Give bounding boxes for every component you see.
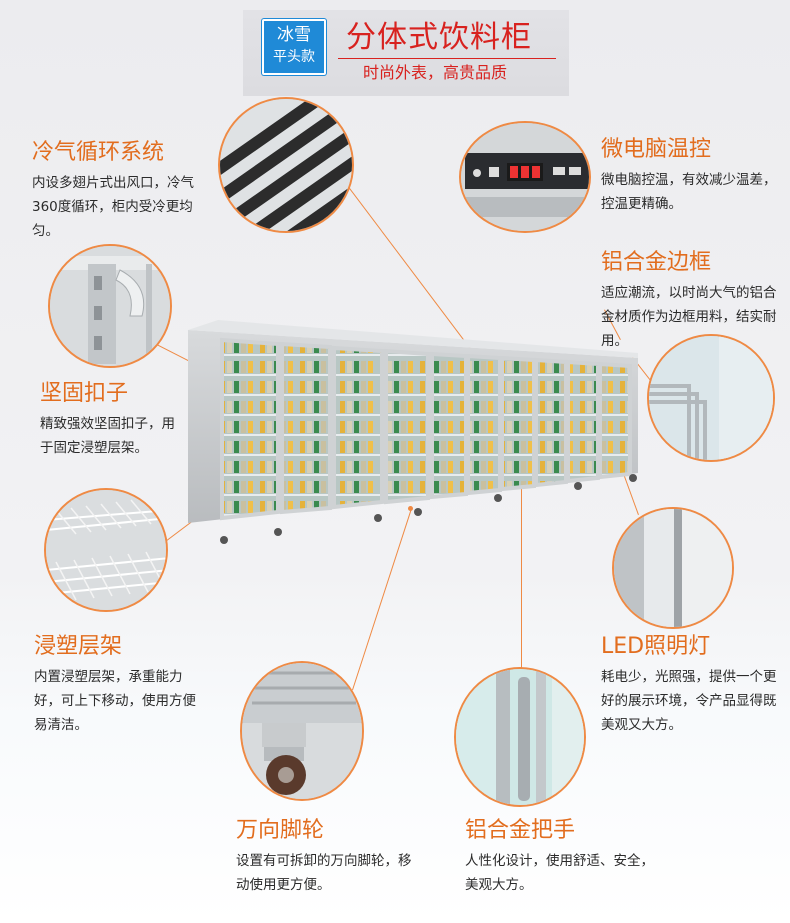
thermostat-panel-image: [459, 121, 591, 233]
title-divider: [338, 58, 556, 59]
feature-caster: 万向脚轮 设置有可拆卸的万向脚轮，移动使用更方便。: [236, 817, 422, 897]
led-strip-image: [612, 507, 734, 629]
page-title: 分体式饮料柜: [346, 20, 532, 55]
feature-title: 坚固扣子: [40, 381, 129, 406]
feature-title: 微电脑温控: [601, 137, 712, 162]
fridge-cabinet-image: [188, 320, 638, 544]
caster-wheel-image: [240, 661, 364, 801]
feature-desc: 人性化设计，使用舒适、安全，美观大方。: [465, 853, 654, 893]
vent-grille-image: [218, 97, 354, 233]
style-badge: 冰雪 平头款: [262, 19, 326, 75]
feature-desc: 精致强效坚固扣子，用于固定浸塑层架。: [40, 416, 175, 456]
feature-title: 铝合金边框: [601, 250, 712, 275]
feature-desc: 内置浸塑层架，承重能力好，可上下移动，使用方便易清洁。: [34, 669, 196, 733]
door-handle-image: [454, 667, 586, 807]
feature-title: 冷气循环系统: [32, 140, 165, 165]
clip-image: [48, 244, 172, 368]
feature-clip: 坚固扣子 精致强效坚固扣子，用于固定浸塑层架。: [40, 380, 180, 460]
feature-desc: 内设多翅片式出风口，冷气360度循环，柜内受冷更均匀。: [32, 175, 194, 239]
connector-dot: [408, 506, 413, 511]
aluminum-frame-image: [647, 334, 775, 462]
feature-desc: 微电脑控温，有效减少温差，控温更精确。: [601, 172, 777, 212]
feature-desc: 适应潮流，以时尚大气的铝合金材质作为边框用料，结实耐用。: [601, 285, 777, 349]
feature-led: LED照明灯 耗电少，光照强，提供一个更好的展示环境，令产品显得既美观又大方。: [601, 633, 787, 737]
feature-desc: 设置有可拆卸的万向脚轮，移动使用更方便。: [236, 853, 412, 893]
wire-shelf-image: [44, 488, 168, 612]
badge-line2: 平头款: [273, 49, 315, 65]
feature-title: LED照明灯: [601, 634, 711, 659]
feature-title: 万向脚轮: [236, 818, 325, 843]
feature-desc: 耗电少，光照强，提供一个更好的展示环境，令产品显得既美观又大方。: [601, 669, 777, 733]
feature-handle: 铝合金把手 人性化设计，使用舒适、安全，美观大方。: [465, 817, 657, 897]
feature-shelf: 浸塑层架 内置浸塑层架，承重能力好，可上下移动，使用方便易清洁。: [34, 633, 206, 737]
badge-line1: 冰雪: [277, 25, 311, 45]
feature-thermo: 微电脑温控 微电脑控温，有效减少温差，控温更精确。: [601, 136, 777, 216]
feature-cooling: 冷气循环系统 内设多翅片式出风口，冷气360度循环，柜内受冷更均匀。: [32, 139, 212, 243]
feature-frame: 铝合金边框 适应潮流，以时尚大气的铝合金材质作为边框用料，结实耐用。: [601, 249, 787, 353]
page-subtitle: 时尚外表，高贵品质: [363, 63, 508, 82]
feature-title: 铝合金把手: [465, 818, 576, 843]
feature-title: 浸塑层架: [34, 634, 123, 659]
